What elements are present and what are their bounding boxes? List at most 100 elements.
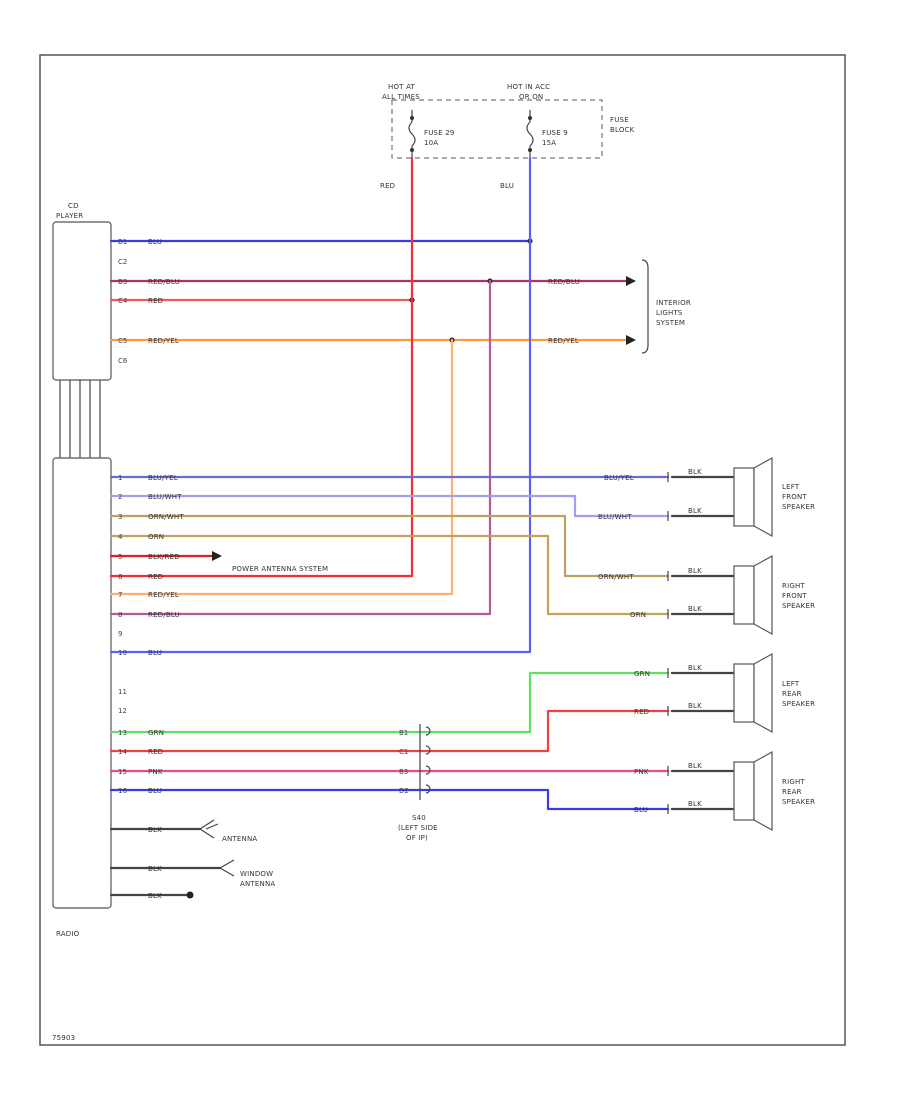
cd-pin-c2: C2 [118,258,127,266]
blu-feed-label: BLU [500,182,514,190]
radio-pin-6: 6 [118,573,123,581]
radio-pin-8: 8 [118,611,122,619]
cd-wiring: B1 BLU C2 B3 RED/BLU RED/BLU C4 RED C5 R… [109,238,636,365]
rr-wire-blu: BLU [634,806,648,814]
radio-pin-15: 15 [118,768,127,776]
radio-wire-orn-wht: ORN/WHT [148,513,184,521]
cd-wire-red: RED [148,297,163,305]
cd-pin-b1: B1 [118,238,127,246]
splice-location-2: OF IP) [406,834,428,842]
radio-pin-13: 13 [118,729,127,737]
svg-text:SPEAKER: SPEAKER [782,602,815,610]
svg-text:RIGHT: RIGHT [782,582,805,590]
window-antenna-label: WINDOW [240,870,273,878]
radio-wire-blu-wht: BLU/WHT [148,493,182,501]
cd-pin-b3: B3 [118,278,127,286]
svg-text:LEFT: LEFT [782,680,800,688]
svg-text:FRONT: FRONT [782,592,807,600]
cd-wire-blu: BLU [148,238,162,246]
svg-text:BLK: BLK [688,567,702,575]
rr-wire-pnk: PNK [634,768,649,776]
cd-wire-red-yel: RED/YEL [148,337,179,345]
splice-location: (LEFT SIDE [398,824,438,832]
right-rear-speaker: RIGHT REAR SPEAKER [733,750,815,832]
svg-text:BLK: BLK [688,762,702,770]
radio-pin-4: 4 [118,533,123,541]
lr-wire-red: RED [634,708,649,716]
svg-text:C1: C1 [399,748,408,756]
svg-text:RIGHT: RIGHT [782,778,805,786]
hot-at-all-times-label: HOT AT [388,83,416,91]
rf-wire-orn-wht: ORN/WHT [598,573,634,581]
power-antenna-label: POWER ANTENNA SYSTEM [232,565,328,573]
left-front-speaker: LEFT FRONT SPEAKER [733,456,815,538]
radio-wire-blu-16: BLU [148,787,162,795]
radio-wiring: 1 BLU/YEL BLU/YEL 2 BLU/WHT BLU/WHT 3 OR… [109,474,670,900]
cd-player-label: CD [68,202,79,210]
diagram-frame [39,54,846,1046]
radio-pin-14: 14 [118,748,127,756]
splice-label: S40 [412,814,426,822]
radio-pin-16: 16 [118,787,127,795]
interior-lights-label-3: SYSTEM [656,319,685,327]
fuse-9: FUSE 9 15A [526,110,568,158]
interior-lights-system: INTERIOR LIGHTS SYSTEM [641,259,691,354]
radio-unit: RADIO [52,457,112,938]
radio-pin-7: 7 [118,591,122,599]
svg-text:REAR: REAR [782,690,802,698]
radio-pin-3: 3 [118,513,122,521]
window-antenna-wire-blk: BLK [148,865,162,873]
radio-wire-red-blu: RED/BLU [148,611,180,619]
svg-text:BLK: BLK [688,800,702,808]
cd-pin-c4: C4 [118,297,128,305]
fuse-29-rating: 10A [424,139,438,147]
fuse-block-label-2: BLOCK [610,126,635,134]
svg-text:BLK: BLK [688,702,702,710]
radio-pin-5: 5 [118,553,122,561]
fuse-9-rating: 15A [542,139,556,147]
radio-label: RADIO [56,930,80,938]
left-rear-speaker: LEFT REAR SPEAKER [733,652,815,734]
radio-wire-pnk: PNK [148,768,163,776]
radio-wire-orn: ORN [148,533,164,541]
svg-text:BLK: BLK [688,507,702,515]
radio-pin-11: 11 [118,688,127,696]
lf-wire-blu-wht: BLU/WHT [598,513,632,521]
footer-code: 75903 [52,1034,75,1042]
speaker-connectors: BLK BLK BLK BLK BLK BLK BLK BLK [667,468,736,814]
svg-text:SPEAKER: SPEAKER [782,503,815,511]
svg-text:BLK: BLK [688,664,702,672]
svg-text:REAR: REAR [782,788,802,796]
rf-wire-orn: ORN [630,611,646,619]
svg-text:BLK: BLK [688,605,702,613]
antenna-wire-blk: BLK [148,826,162,834]
svg-text:SPEAKER: SPEAKER [782,798,815,806]
svg-text:B3: B3 [399,768,408,776]
radio-pin-10: 10 [118,649,127,657]
cd-wire-red-blu: RED/BLU [148,278,180,286]
radio-wire-blk-red: BLK/RED [148,553,180,561]
fuse-block-label: FUSE [610,116,629,124]
right-front-speaker: RIGHT FRONT SPEAKER [733,554,815,636]
radio-wire-blu-yel: BLU/YEL [148,474,178,482]
radio-wire-grn: GRN [148,729,164,737]
hot-at-all-times-label-2: ALL TIMES [382,93,420,101]
radio-wire-red-14: RED [148,748,163,756]
cd-player: CD PLAYER [52,202,112,458]
fuse-29-label: FUSE 29 [424,129,455,137]
cd-wire-red-yel-right: RED/YEL [548,337,579,345]
radio-pin-1: 1 [118,474,122,482]
antenna-label: ANTENNA [222,835,257,843]
radio-wire-blu: BLU [148,649,162,657]
radio-pin-12: 12 [118,707,127,715]
hot-in-acc-label-2: OR ON [519,93,543,101]
radio-wire-red-yel: RED/YEL [148,591,179,599]
radio-pin-9: 9 [118,630,122,638]
window-antenna-label-2: ANTENNA [240,880,275,888]
interior-lights-label-2: LIGHTS [656,309,683,317]
svg-text:D2: D2 [399,787,409,795]
interior-lights-label: INTERIOR [656,299,691,307]
red-feed-label: RED [380,182,395,190]
cd-pin-c5: C5 [118,337,127,345]
